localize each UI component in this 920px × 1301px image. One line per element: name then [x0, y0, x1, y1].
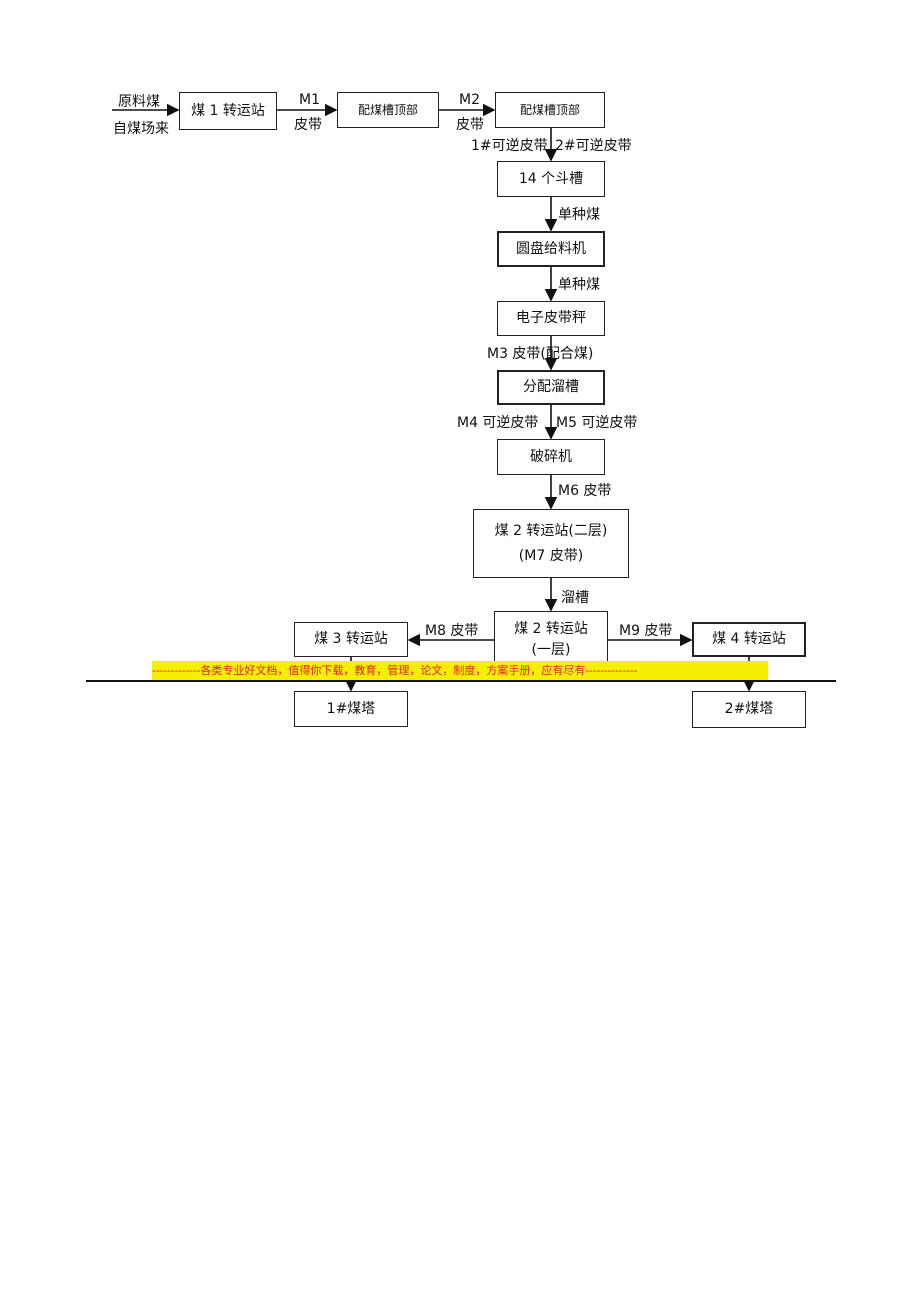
node-bin-top-2-label: 配煤槽顶部: [519, 102, 580, 117]
node-distribution-chute: 分配溜槽: [497, 370, 605, 405]
node-hoppers: 14 个斗槽: [497, 161, 605, 197]
promo-banner-text: -------------各类专业好文档，值得你下载，教育，管理，论文，制度，方…: [152, 664, 638, 677]
node-transfer-station-1: 煤 1 转运站: [179, 92, 277, 130]
edge-label-single-coal-2: 单种煤: [558, 277, 600, 293]
node-transfer-station-2-lower: 煤 2 转运站 (一层): [494, 611, 608, 669]
node-transfer-station-3-label: 煤 3 转运站: [314, 631, 388, 648]
node-belt-scale-label: 电子皮带秤: [516, 310, 586, 327]
node-bin-top-1-label: 配煤槽顶部: [357, 102, 418, 117]
edge-label-m5: M5 可逆皮带: [556, 415, 638, 431]
node-coal-tower-2-label: 2#煤塔: [724, 701, 774, 718]
node-belt-scale: 电子皮带秤: [497, 301, 605, 336]
edge-label-reversible-belt-2: 2#可逆皮带: [555, 138, 632, 154]
edge-label-chute: 溜槽: [561, 590, 589, 606]
node-coal-tower-2: 2#煤塔: [692, 691, 806, 728]
node-disc-feeder: 圆盘给料机: [497, 231, 605, 267]
node-disc-feeder-label: 圆盘给料机: [516, 240, 586, 257]
node-coal-tower-1: 1#煤塔: [294, 691, 408, 727]
node-bin-top-1: 配煤槽顶部: [337, 92, 439, 128]
edge-label-m3: M3 皮带(配合煤): [487, 346, 594, 362]
node-bin-top-2: 配煤槽顶部: [495, 92, 605, 128]
source-label-raw-coal: 原料煤: [118, 94, 160, 110]
edge-label-m9: M9 皮带: [619, 623, 673, 639]
edge-label-single-coal-1: 单种煤: [558, 207, 600, 223]
node-transfer-station-2-lower-line2: (一层): [531, 642, 571, 658]
edge-label-reversible-belt-1: 1#可逆皮带: [471, 138, 548, 154]
promo-banner: -------------各类专业好文档，值得你下载，教育，管理，论文，制度，方…: [152, 661, 768, 680]
source-label-from-yard: 自煤场来: [113, 121, 169, 137]
edge-label-m8: M8 皮带: [425, 623, 479, 639]
node-distribution-chute-label: 分配溜槽: [523, 379, 579, 396]
node-crusher-label: 破碎机: [530, 448, 572, 465]
node-transfer-station-3: 煤 3 转运站: [294, 622, 408, 657]
node-transfer-station-1-label: 煤 1 转运站: [191, 102, 265, 119]
edge-label-m2-belt: 皮带: [456, 117, 484, 133]
node-transfer-station-4: 煤 4 转运站: [692, 622, 806, 657]
edge-label-m2: M2: [459, 92, 480, 108]
edge-label-m4: M4 可逆皮带: [457, 415, 539, 431]
node-transfer-station-2-upper-line2: (M7 皮带): [518, 547, 584, 564]
edge-label-m6: M6 皮带: [558, 483, 612, 499]
node-transfer-station-2-upper-line1: 煤 2 转运站(二层): [494, 522, 608, 539]
node-crusher: 破碎机: [497, 439, 605, 475]
node-transfer-station-2-lower-line1: 煤 2 转运站: [514, 621, 588, 638]
node-transfer-station-4-label: 煤 4 转运站: [712, 631, 786, 648]
edge-label-m1-belt: 皮带: [294, 117, 322, 133]
node-coal-tower-1-label: 1#煤塔: [326, 700, 376, 717]
edge-label-m1: M1: [299, 92, 320, 108]
node-hoppers-label: 14 个斗槽: [518, 170, 584, 187]
node-transfer-station-2-upper: 煤 2 转运站(二层) (M7 皮带): [473, 509, 629, 578]
